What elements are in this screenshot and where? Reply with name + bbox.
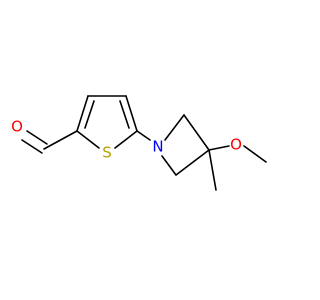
chemical-structure: O S N O [11, 95, 267, 191]
methoxy-o-ch3-bond [243, 145, 267, 163]
aldehyde-co-bond-1 [26, 130, 48, 145]
molecule-structure-canvas: O S N O [11, 95, 267, 191]
azetidine-c-bottom-n-bond [161, 155, 177, 176]
thiophene-c5-s-bond [114, 130, 138, 149]
nitrogen-label: N [152, 138, 163, 156]
thiophene-c4-c5-inner-bond [119, 100, 130, 129]
aldehyde-c-ring-bond [43, 130, 78, 150]
methoxy-c-o-bond [208, 145, 230, 151]
azetidine-c3-c-bottom-bond [175, 149, 210, 176]
thiophene-s-c2-bond [76, 130, 100, 149]
methoxy-oxygen-label: O [230, 136, 242, 154]
thiophene-c4-c5-bond [125, 95, 138, 132]
azetidine-n-c-top-bond [164, 114, 185, 141]
thiophene-azetidine-bond [136, 130, 151, 141]
thiophene-c2-c3-bond [76, 95, 89, 132]
thiophene-ring [76, 95, 138, 149]
aldehyde-co-bond-2 [21, 139, 43, 154]
methyl-bond [208, 149, 217, 191]
azetidine-ring [161, 114, 210, 176]
sulfur-label: S [102, 144, 112, 162]
azetidine-c-top-c3-bond [183, 114, 210, 151]
methoxy-group [208, 145, 267, 163]
aldehyde-group [21, 130, 78, 154]
thiophene-c2-c3-inner-bond [84, 100, 95, 129]
aldehyde-oxygen-label: O [11, 118, 23, 136]
